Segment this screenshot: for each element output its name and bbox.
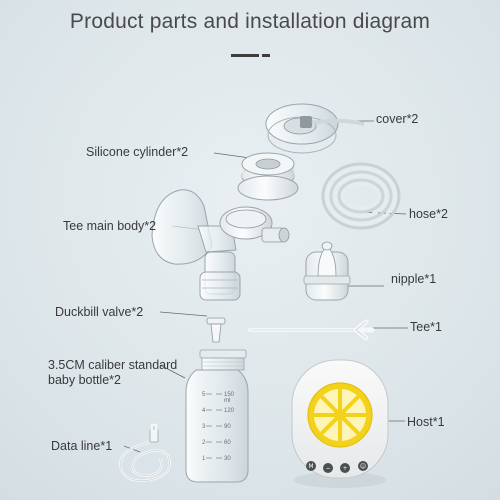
bottle-ml-mark: 30 (224, 456, 231, 462)
label-tee: Tee*1 (410, 320, 442, 334)
bottle-oz-mark: 2 (202, 440, 206, 446)
baby-bottle-part: 5 4 3 2 1 150 120 90 60 30 ml (185, 349, 249, 483)
cover-part (265, 103, 365, 154)
silicone-cylinder-part (237, 152, 299, 201)
duckbill-valve-part (206, 317, 226, 343)
label-data-line: Data line*1 (51, 439, 113, 453)
minus-button-label: − (325, 465, 330, 472)
bottle-ml-mark: 150 (224, 392, 235, 398)
power-button[interactable] (358, 461, 368, 471)
leader-bottle (159, 364, 186, 379)
bottle-oz-mark: 5 (202, 392, 206, 398)
power-button-label: ☺ (360, 463, 366, 470)
label-silicone-cylinder: Silicone cylinder*2 (86, 145, 189, 159)
label-host: Host*1 (407, 415, 445, 429)
title-underline-dot (262, 54, 270, 57)
leader-silicone-cylinder (213, 152, 251, 159)
label-duckbill-valve: Duckbill valve*2 (55, 305, 144, 319)
tee-part (248, 319, 375, 341)
bottle-ml-mark: 120 (224, 408, 235, 414)
bottle-oz-mark: 3 (202, 424, 206, 430)
mode-button-label: M (308, 463, 313, 470)
bottle-ml-mark: 60 (224, 440, 231, 446)
host-part (291, 359, 389, 488)
label-bottle-line2: baby bottle*2 (48, 373, 121, 387)
leader-duckbill-valve (159, 311, 208, 317)
plus-button-label: + (342, 465, 347, 472)
label-nipple: nipple*1 (391, 272, 437, 286)
nipple-part (303, 241, 351, 301)
bottle-oz-mark: 4 (202, 408, 206, 414)
plus-button[interactable] (340, 463, 350, 473)
title-underline (231, 54, 259, 57)
minus-button[interactable] (323, 463, 333, 473)
host-button-row: M − + ☺ (306, 461, 368, 473)
hose-part (321, 162, 401, 230)
tee-main-body-part (151, 189, 290, 301)
bottle-unit-label: ml (224, 398, 230, 404)
label-tee-main-body: Tee main body*2 (63, 219, 157, 233)
page-title: Product parts and installation diagram (69, 10, 431, 33)
label-cover: cover*2 (376, 112, 419, 126)
mode-button[interactable] (306, 461, 316, 471)
label-bottle-line1: 3.5CM caliber standard (48, 358, 178, 372)
data-line-part (118, 423, 172, 482)
label-hose: hose*2 (409, 207, 448, 221)
bottle-oz-mark: 1 (202, 456, 206, 462)
bottle-ml-mark: 90 (224, 424, 231, 430)
